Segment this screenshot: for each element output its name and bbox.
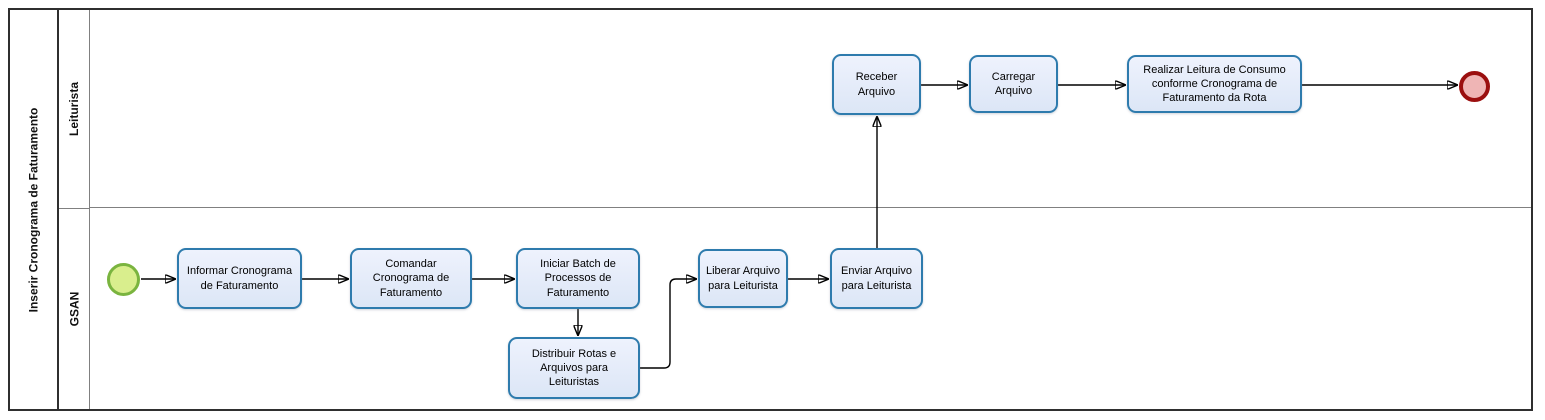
task-label: Realizar Leitura de Consumo conforme Cro… xyxy=(1143,63,1286,105)
task-label: Informar Cronograma de Faturamento xyxy=(186,265,293,292)
lane-divider xyxy=(90,207,1531,208)
pool-title: Inserir Cronograma de Faturamento xyxy=(26,107,41,312)
pool-title-cell: Inserir Cronograma de Faturamento xyxy=(10,10,59,409)
start-event[interactable] xyxy=(107,263,140,296)
task-carregar-arquivo[interactable]: Carregar Arquivo xyxy=(969,55,1058,113)
task-label: Receber Arquivo xyxy=(855,71,898,98)
task-label: Comandar Cronograma de Faturamento xyxy=(372,258,450,299)
lane-gsan-label: GSAN xyxy=(67,291,82,327)
task-receber-arquivo[interactable]: Receber Arquivo xyxy=(832,54,921,115)
lane-leiturista-label-cell: Leiturista xyxy=(59,10,90,208)
task-label: Carregar Arquivo xyxy=(991,70,1036,97)
lane-leiturista-label: Leiturista xyxy=(67,81,82,137)
end-event[interactable] xyxy=(1459,71,1490,102)
lane-gsan-label-cell: GSAN xyxy=(59,208,90,409)
pool-inserir-cronograma: Inserir Cronograma de Faturamento Leitur… xyxy=(8,8,1533,411)
task-realizar-leitura[interactable]: Realizar Leitura de Consumo conforme Cro… xyxy=(1127,55,1302,113)
task-informar-cronograma[interactable]: Informar Cronograma de Faturamento xyxy=(177,248,302,309)
task-label: Distribuir Rotas e Arquivos para Leituri… xyxy=(531,347,617,389)
task-label: Liberar Arquivo para Leiturista xyxy=(706,265,780,292)
task-label: Iniciar Batch de Processos de Faturament… xyxy=(540,258,616,299)
task-liberar-arquivo[interactable]: Liberar Arquivo para Leiturista xyxy=(698,249,788,308)
task-label: Enviar Arquivo para Leiturista xyxy=(841,265,912,292)
task-enviar-arquivo[interactable]: Enviar Arquivo para Leiturista xyxy=(830,248,923,309)
lane-label-column: Leiturista GSAN xyxy=(59,10,90,409)
task-comandar-cronograma[interactable]: Comandar Cronograma de Faturamento xyxy=(350,248,472,309)
task-iniciar-batch[interactable]: Iniciar Batch de Processos de Faturament… xyxy=(516,248,640,309)
task-distribuir-rotas[interactable]: Distribuir Rotas e Arquivos para Leituri… xyxy=(508,337,640,399)
